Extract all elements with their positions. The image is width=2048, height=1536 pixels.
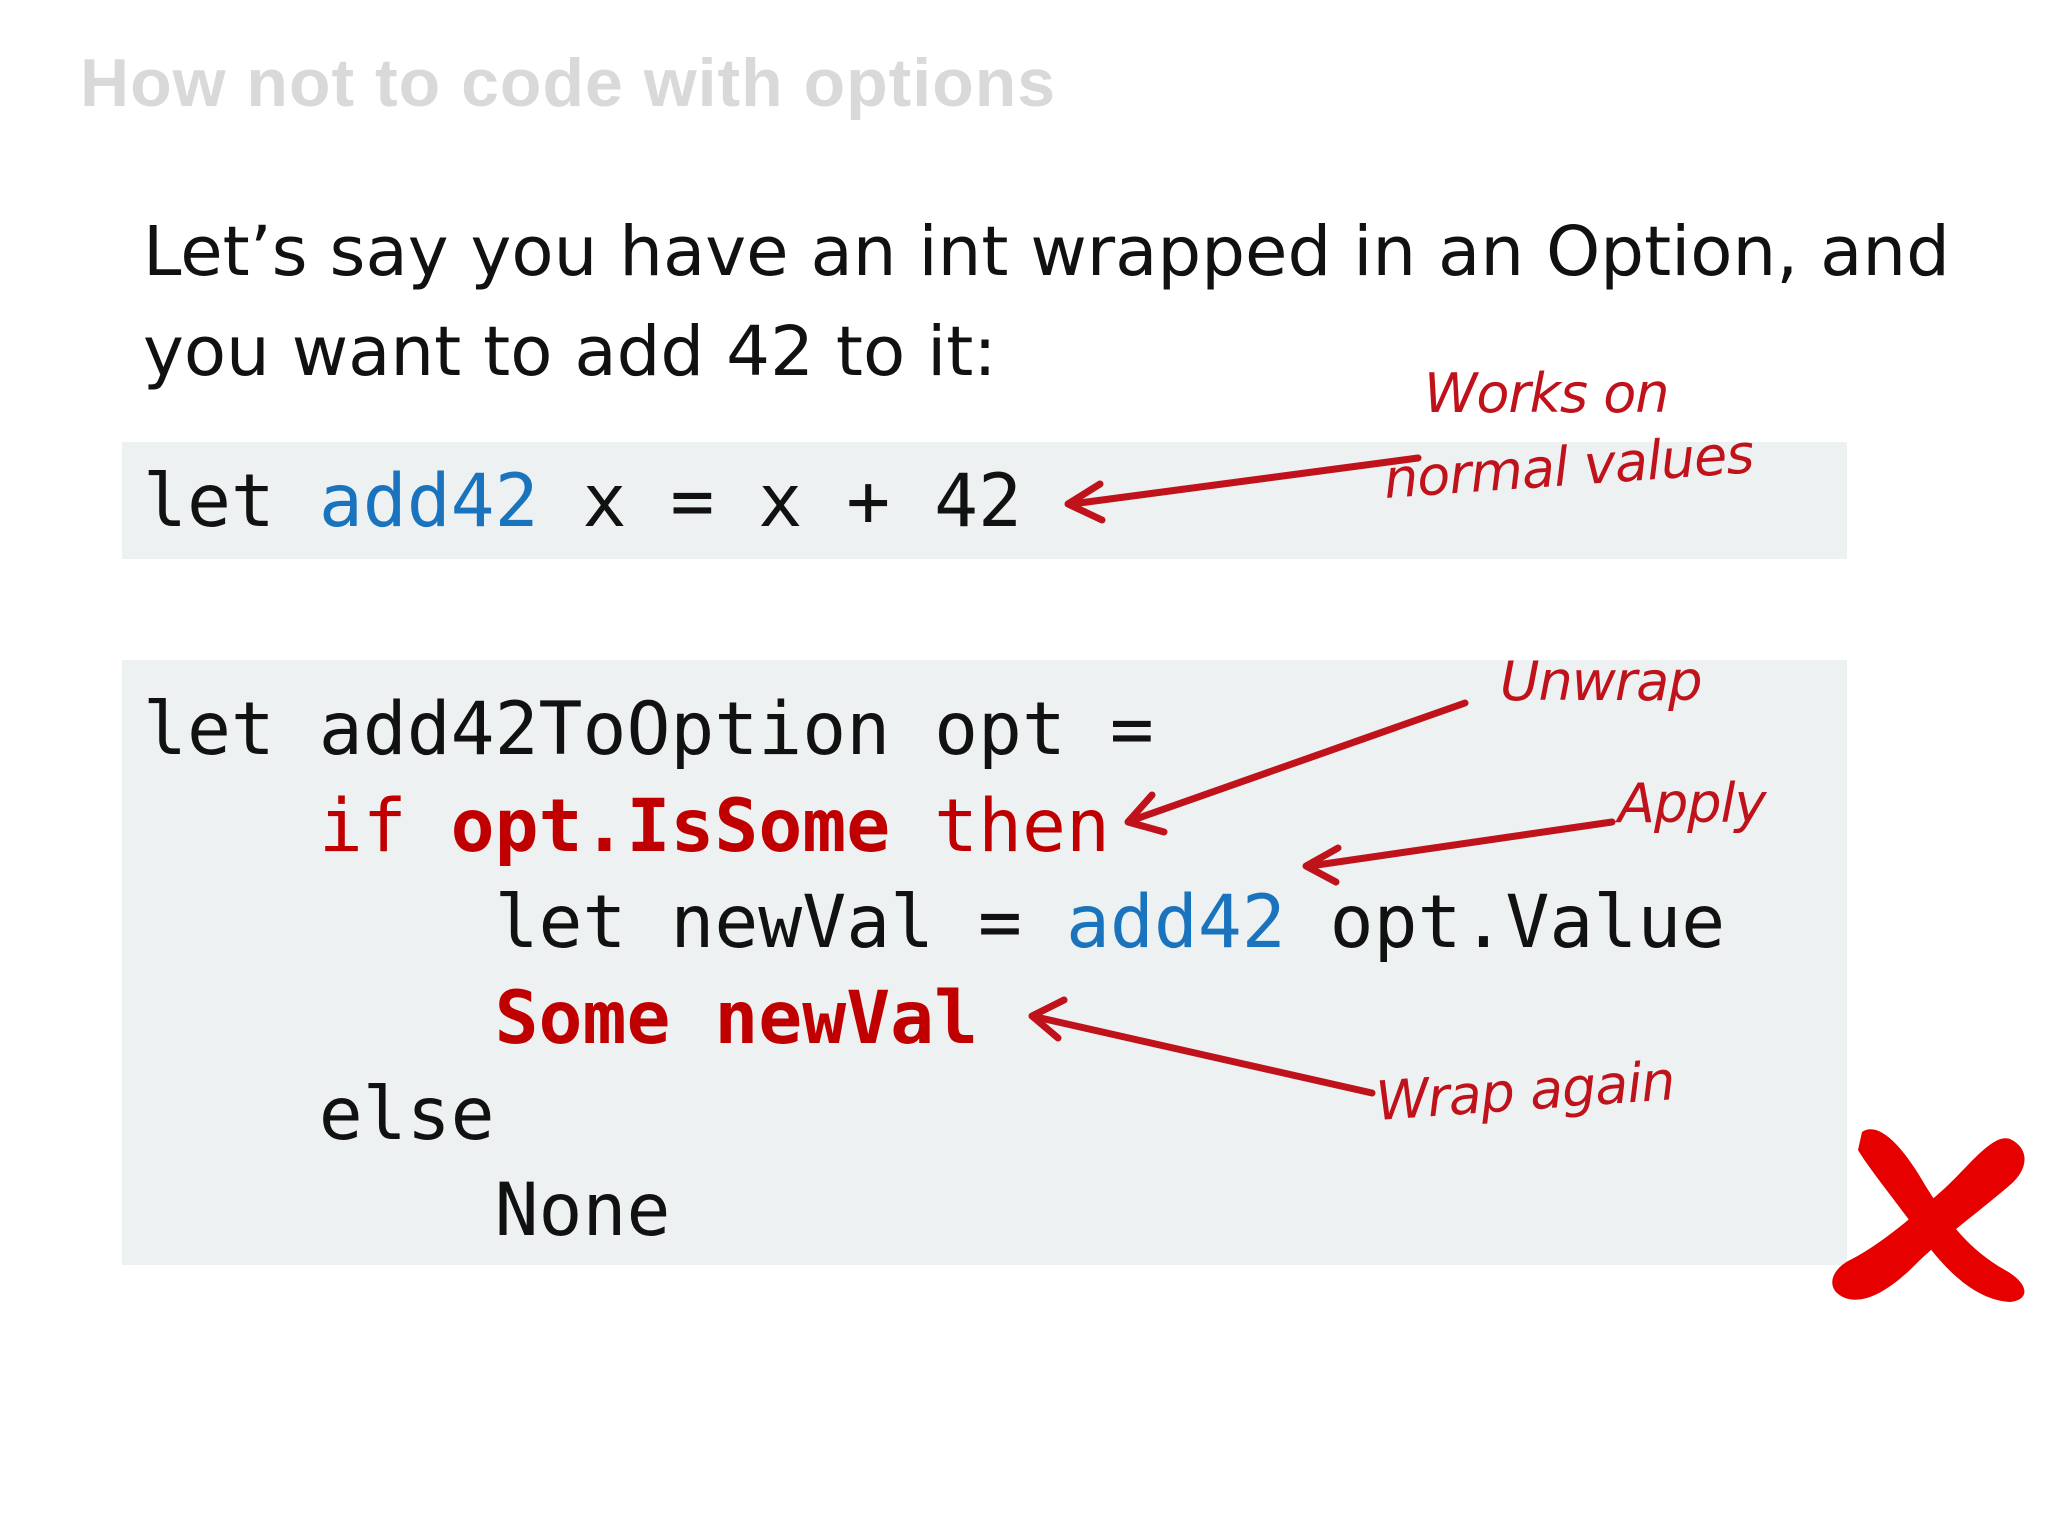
code-line: let add42ToOption opt =: [143, 687, 1154, 772]
arrow-unwrap: [1124, 699, 1469, 836]
code-line: None: [143, 1168, 671, 1253]
red-x-mark-icon: [1832, 1129, 2025, 1302]
code-token-function-name: add42: [318, 459, 539, 544]
code-token-keyword-if: if: [318, 784, 407, 869]
code-token-issome: opt.IsSome: [450, 784, 891, 869]
code-line: let add42 x = x + 42: [143, 457, 1022, 547]
code-line: else: [143, 1072, 495, 1157]
intro-line-2: you want to add 42 to it:: [143, 312, 997, 392]
code-line: Some newVal: [143, 974, 978, 1064]
arrow-wrap-again: [1028, 996, 1376, 1097]
code-token: opt.Value: [1285, 880, 1726, 965]
code-block-add42tooption: let add42ToOption opt = if opt.IsSome th…: [122, 660, 1847, 1265]
intro-text: Let’s say you have an int wrapped in an …: [143, 202, 1950, 402]
code-block-add42: let add42 x = x + 42: [122, 442, 1847, 559]
intro-line-1: Let’s say you have an int wrapped in an …: [143, 212, 1950, 292]
code-token-some-newval: Some newVal: [494, 976, 979, 1061]
slide-title: How not to code with options: [80, 45, 1057, 121]
arrow-apply: [1302, 818, 1616, 886]
code-line: let newVal = add42 opt.Value: [143, 878, 1726, 968]
annotation-works-on: Works on: [1424, 362, 1669, 425]
code-line: if opt.IsSome then: [143, 782, 1110, 872]
code-token-function-name: add42: [1065, 880, 1286, 965]
annotation-apply: Apply: [1618, 772, 1766, 835]
code-token-keyword-then: then: [934, 784, 1110, 869]
arrow-works-on: [1064, 454, 1422, 524]
code-token: let newVal =: [494, 880, 1066, 965]
annotation-unwrap: Unwrap: [1500, 650, 1702, 713]
code-token: x = x + 42: [538, 459, 1023, 544]
code-token: let: [143, 459, 319, 544]
